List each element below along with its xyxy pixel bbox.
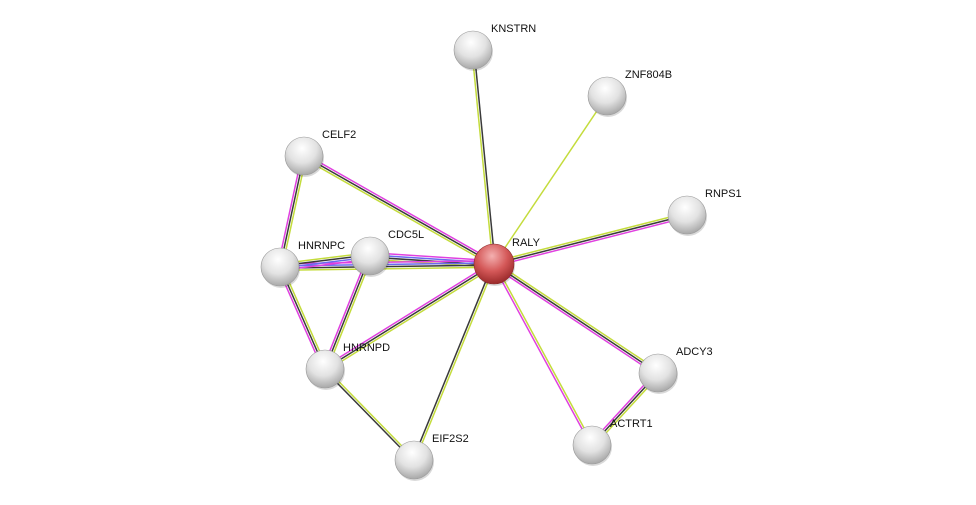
edge-line-coexpression [473, 49, 496, 264]
node-celf2[interactable]: CELF2 [284, 129, 356, 177]
node-sphere[interactable] [453, 30, 493, 70]
node-sphere[interactable] [667, 195, 707, 235]
edge-line-coexpression [303, 155, 495, 265]
edge-line-textmining [414, 264, 496, 461]
node-actrt1[interactable]: ACTRT1 [572, 418, 653, 466]
edge-line-textmining [471, 50, 494, 265]
node-sphere[interactable] [473, 243, 515, 285]
edge-line-coexpression [323, 369, 414, 462]
edges-layer [277, 49, 688, 462]
edge-line-experiments [494, 216, 688, 267]
edge-line-experiments [304, 153, 496, 263]
edge-line-coexpression [324, 255, 371, 370]
node-label: RALY [512, 237, 541, 249]
edge-raly-knstrn[interactable] [471, 49, 496, 265]
node-label: RNPS1 [705, 188, 742, 200]
edge-line-experiments [370, 251, 495, 262]
node-label: EIF2S2 [432, 433, 469, 445]
edge-line-experiments [322, 254, 369, 369]
edge-raly-actrt1[interactable] [492, 263, 594, 446]
node-sphere[interactable] [284, 136, 324, 176]
edge-line-coexpression [280, 264, 495, 269]
edge-line-textmining [494, 263, 594, 445]
node-znf804b[interactable]: ZNF804B [587, 69, 672, 117]
node-cdc5l[interactable]: CDC5L [350, 229, 424, 277]
node-sphere[interactable] [638, 353, 678, 393]
node-sphere[interactable] [587, 76, 627, 116]
node-sphere[interactable] [260, 247, 300, 287]
edge-raly-rnps1[interactable] [493, 212, 688, 267]
edge-line-textmining [325, 265, 496, 372]
node-label: CDC5L [388, 229, 424, 241]
edge-raly-adcy3[interactable] [492, 261, 660, 376]
node-eif2s2[interactable]: EIF2S2 [394, 433, 469, 481]
edge-line-experiments [492, 264, 592, 446]
edge-line-textmining [493, 212, 687, 263]
edge-line-coexpression [493, 263, 659, 374]
node-raly[interactable]: RALY [473, 237, 541, 286]
edge-line-textmining [302, 157, 494, 267]
node-sphere[interactable] [305, 349, 345, 389]
node-sphere[interactable] [394, 440, 434, 480]
edge-line-experiments [323, 261, 494, 368]
edge-line-experiments [492, 265, 658, 376]
node-sphere[interactable] [572, 425, 612, 465]
node-hnrnpd[interactable]: HNRNPD [305, 342, 390, 390]
node-sphere[interactable] [350, 236, 390, 276]
edge-cdc5l-hnrnpd[interactable] [322, 254, 373, 371]
edge-raly-hnrnpd[interactable] [323, 261, 496, 372]
edge-line-textmining [494, 261, 660, 372]
edge-raly-znf804b[interactable] [493, 95, 608, 265]
edge-line-textmining [326, 256, 373, 371]
node-rnps1[interactable]: RNPS1 [667, 188, 742, 236]
node-label: ADCY3 [676, 346, 713, 358]
node-adcy3[interactable]: ADCY3 [638, 346, 713, 394]
edge-line-textmining [325, 367, 416, 460]
node-label: ZNF804B [625, 69, 672, 81]
node-knstrn[interactable]: KNSTRN [453, 23, 536, 71]
node-hnrnpc[interactable]: HNRNPC [260, 240, 345, 288]
edge-line-textmining [493, 95, 608, 265]
node-label: KNSTRN [491, 23, 536, 35]
node-label: HNRNPD [343, 342, 390, 354]
edge-line-textmining [280, 266, 495, 272]
node-label: ACTRT1 [610, 418, 653, 430]
edge-line-coexpression [412, 263, 494, 460]
node-label: CELF2 [322, 129, 356, 141]
edge-line-coexpression [493, 214, 688, 265]
node-label: HNRNPC [298, 240, 345, 252]
edge-line-coexpression [324, 263, 495, 370]
edge-raly-eif2s2[interactable] [412, 263, 496, 461]
edge-hnrnpd-eif2s2[interactable] [323, 367, 416, 462]
edge-raly-celf2[interactable] [302, 153, 496, 267]
